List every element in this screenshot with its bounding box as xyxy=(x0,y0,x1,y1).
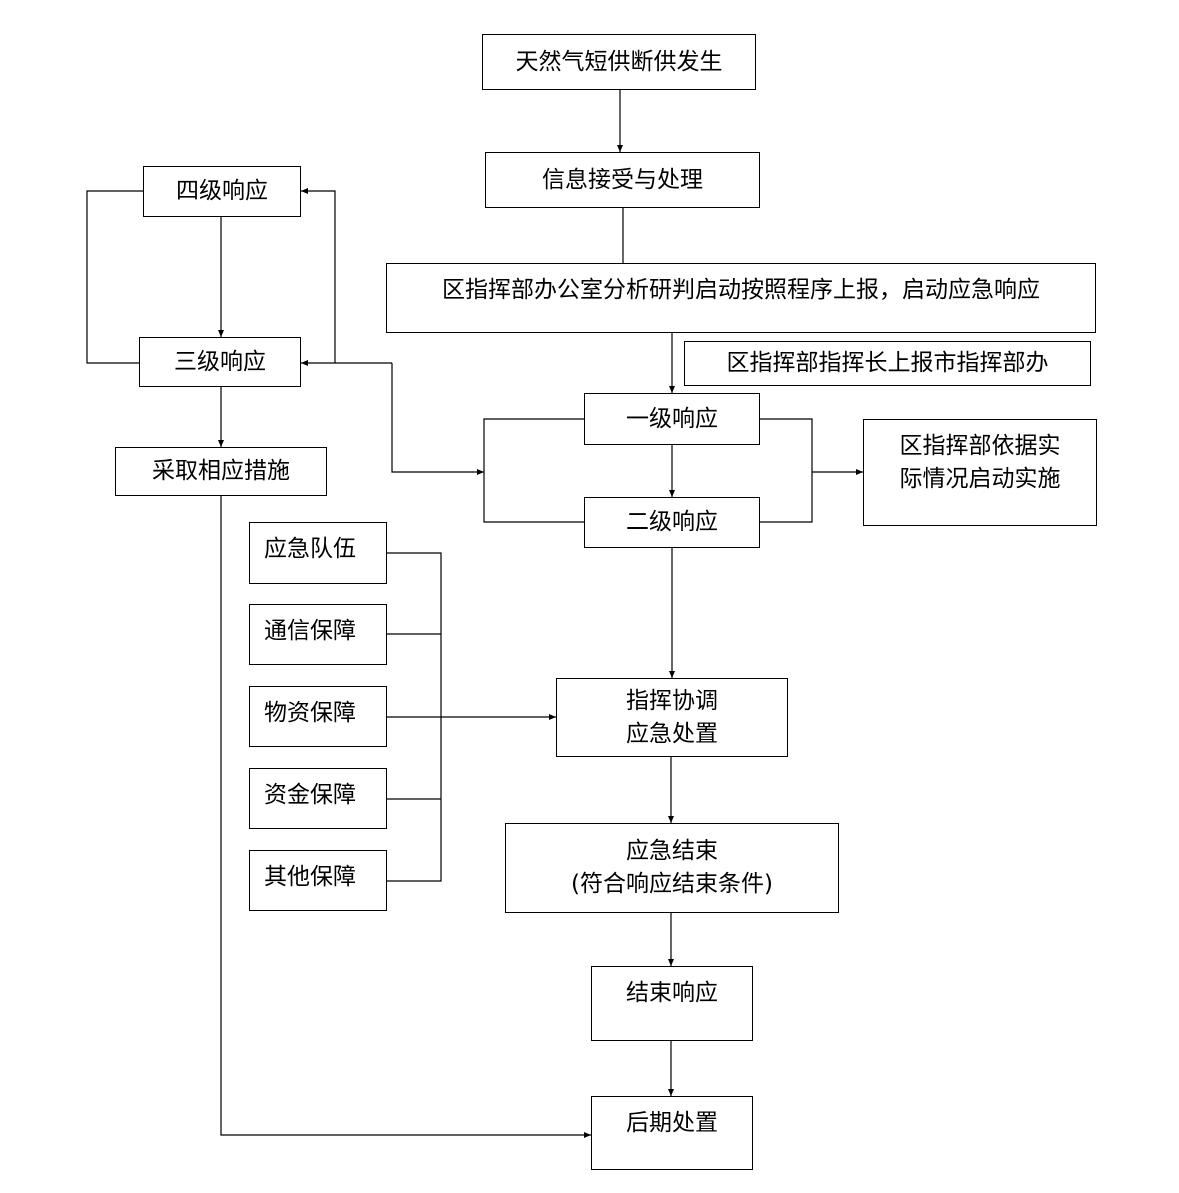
implement-label-line1: 区指挥部依据实 xyxy=(899,433,1061,459)
command-label-line1: 指挥协调 xyxy=(626,687,718,714)
line-level3-link xyxy=(391,363,484,475)
support-item-label: 通信保障 xyxy=(264,618,356,644)
level3-label: 三级响应 xyxy=(174,348,266,375)
receive-label: 信息接受与处理 xyxy=(542,166,703,193)
measures-node: 采取相应措施 xyxy=(115,447,327,496)
level4-label: 四级响应 xyxy=(176,178,268,204)
support-item-label: 资金保障 xyxy=(264,782,356,808)
level2-label: 二级响应 xyxy=(626,509,718,535)
command-label-line2: 应急处置 xyxy=(626,720,718,747)
implement-node: 区指挥部依据实 际情况启动实施 xyxy=(863,419,1097,526)
end-node: 应急结束 (符合响应结束条件) xyxy=(505,823,839,913)
level2-node: 二级响应 xyxy=(584,497,760,548)
support-item-label: 物资保障 xyxy=(264,700,356,726)
receive-node: 信息接受与处理 xyxy=(485,152,760,208)
level4-node: 四级响应 xyxy=(143,166,301,217)
bracket-right-level1-level2 xyxy=(760,418,813,523)
bracket-left-level4-level3 xyxy=(86,190,143,364)
start-node: 天然气短供断供发生 xyxy=(482,34,756,90)
bracket-right-level4-level3 xyxy=(301,188,336,363)
support-item-team: 应急队伍 xyxy=(249,522,387,584)
support-item-label: 应急队伍 xyxy=(264,536,356,562)
analyze-label: 区指挥部办公室分析研判启动按照程序上报，启动应急响应 xyxy=(442,277,1040,303)
start-label: 天然气短供断供发生 xyxy=(515,48,723,75)
finish-node: 结束响应 xyxy=(591,966,753,1041)
aftermath-node: 后期处置 xyxy=(591,1096,753,1170)
end-label-line1: 应急结束 xyxy=(626,838,718,864)
level1-node: 一级响应 xyxy=(584,393,760,445)
level3-node: 三级响应 xyxy=(139,337,301,387)
support-item-communication: 通信保障 xyxy=(249,604,387,665)
end-label-line2: (符合响应结束条件) xyxy=(571,871,773,897)
arrow-measures-to-aftermath xyxy=(220,496,591,1138)
support-item-materials: 物资保障 xyxy=(249,686,387,747)
implement-label-line2: 际情况启动实施 xyxy=(899,466,1061,492)
measures-label: 采取相应措施 xyxy=(152,458,290,484)
report-label: 区指挥部指挥长上报市指挥部办 xyxy=(726,350,1049,376)
aftermath-label: 后期处置 xyxy=(626,1110,718,1136)
bracket-left-level1-level2 xyxy=(483,418,584,523)
finish-label: 结束响应 xyxy=(626,980,718,1006)
command-node: 指挥协调 应急处置 xyxy=(556,678,788,757)
support-item-label: 其他保障 xyxy=(264,864,356,890)
support-item-other: 其他保障 xyxy=(249,850,387,911)
level1-label: 一级响应 xyxy=(626,405,718,432)
support-item-funding: 资金保障 xyxy=(249,768,387,829)
report-node: 区指挥部指挥长上报市指挥部办 xyxy=(684,341,1091,386)
analyze-node: 区指挥部办公室分析研判启动按照程序上报，启动应急响应 xyxy=(386,263,1096,333)
